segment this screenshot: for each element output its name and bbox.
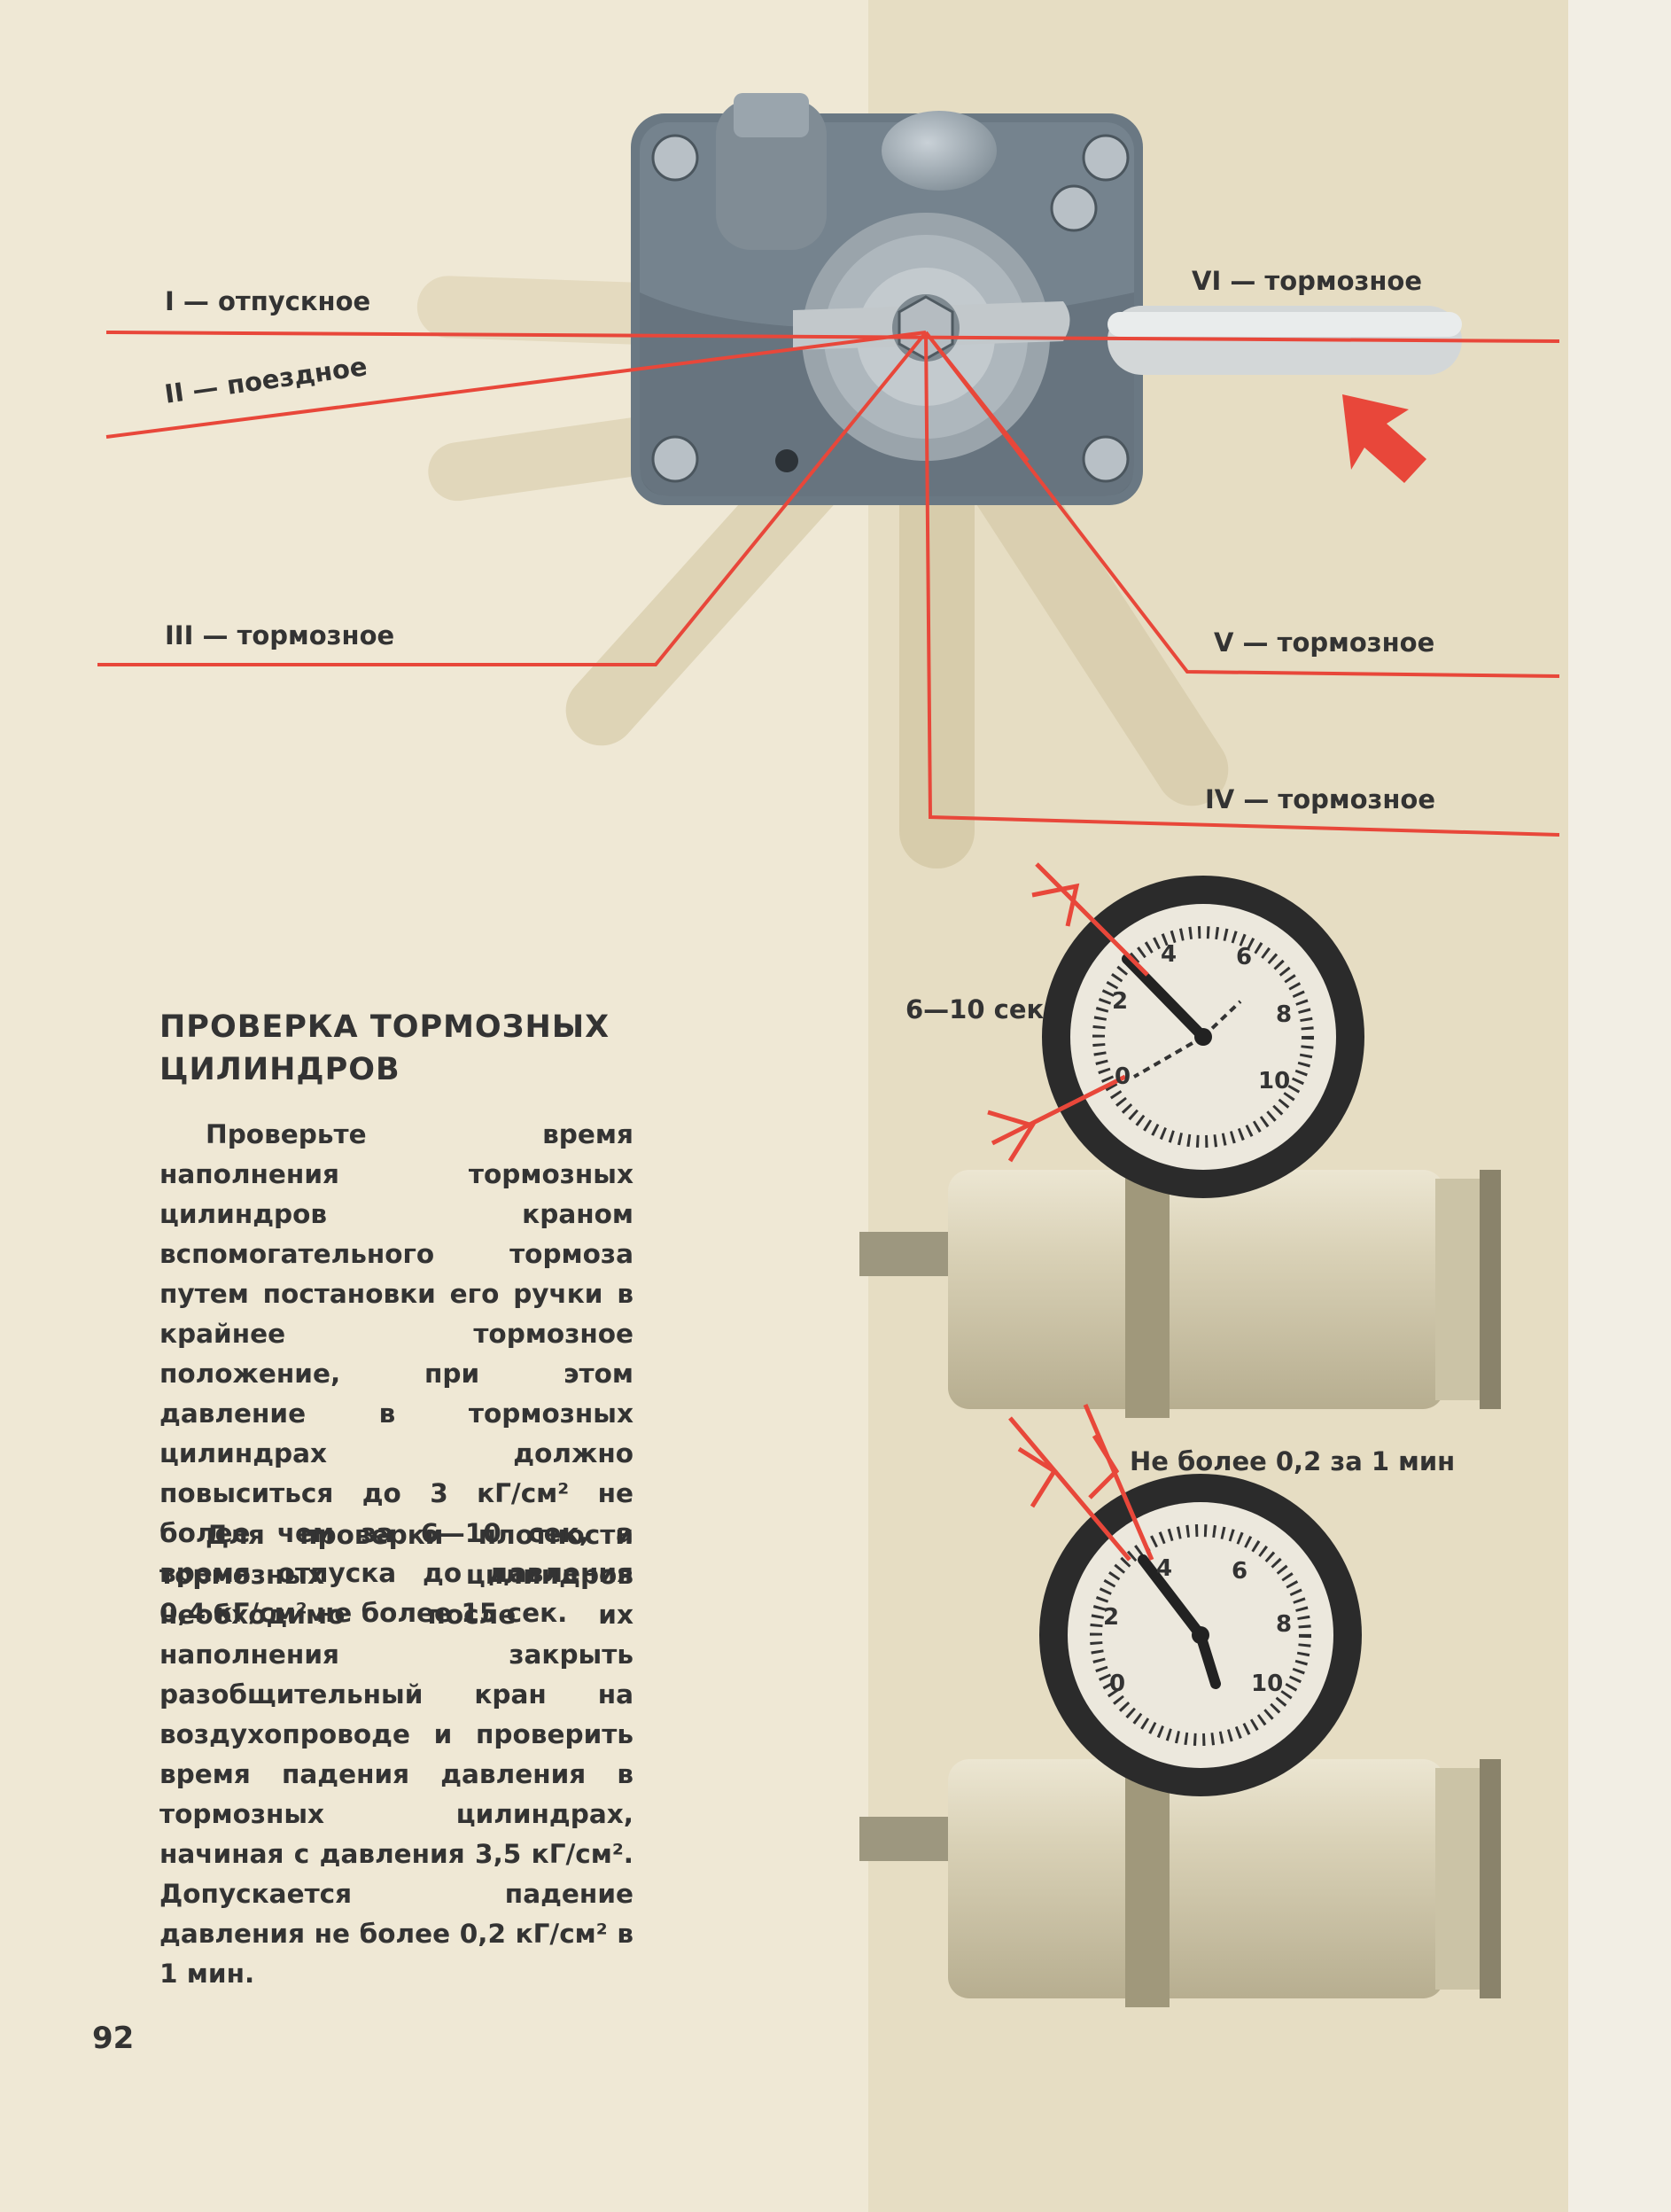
fill-time-caption: 6—10 сек xyxy=(905,994,1045,1024)
gauge-upper-scale-2: 2 xyxy=(1112,988,1129,1015)
gauge-lower-scale-10: 10 xyxy=(1251,1671,1284,1697)
gauge-lower-scale-2: 2 xyxy=(1103,1604,1120,1631)
position-label-6: VI — тормозное xyxy=(1192,266,1423,296)
position-label-5: V — тормозное xyxy=(1214,627,1435,658)
gauge-upper-scale-10: 10 xyxy=(1258,1068,1291,1094)
timing-marks xyxy=(987,862,1154,1562)
gauge-lower-scale-4: 4 xyxy=(1156,1555,1173,1582)
position-label-3: III — тормозное xyxy=(165,620,395,650)
leader-lines xyxy=(97,331,1560,837)
gauge-lower-scale-6: 6 xyxy=(1232,1558,1248,1585)
paragraph-fill-check: Проверьте время наполнения тормозных цил… xyxy=(159,1119,633,1628)
position-label-4: IV — тормозное xyxy=(1205,784,1436,814)
leak-rate-caption: Не более 0,2 за 1 мин xyxy=(1130,1446,1456,1476)
gauge-upper-scale-6: 6 xyxy=(1236,944,1253,970)
gauge-upper-scale-8: 8 xyxy=(1276,1001,1293,1028)
gauge-lower-scale-0: 0 xyxy=(1109,1671,1126,1697)
valve-body xyxy=(631,93,1143,505)
paragraph-leak-check: Для проверки плотности тормозных цилиндр… xyxy=(159,1520,633,1989)
pressure-gauge-upper xyxy=(1042,876,1364,1198)
page-edge xyxy=(1568,0,1671,2212)
page-number: 92 xyxy=(92,2021,135,2056)
gauge-upper-scale-4: 4 xyxy=(1161,941,1177,968)
direction-arrow-icon xyxy=(1342,394,1426,483)
gauge-lower-scale-8: 8 xyxy=(1276,1611,1293,1638)
brake-cylinder-upper xyxy=(859,1152,1501,1418)
section-title: ПРОВЕРКА ТОРМОЗНЫХ ЦИЛИНДРОВ xyxy=(159,1009,610,1087)
pressure-gauge-lower xyxy=(1039,1474,1362,1796)
gauge-upper-scale-0: 0 xyxy=(1115,1063,1131,1090)
position-label-1: I — отпускное xyxy=(165,286,371,316)
